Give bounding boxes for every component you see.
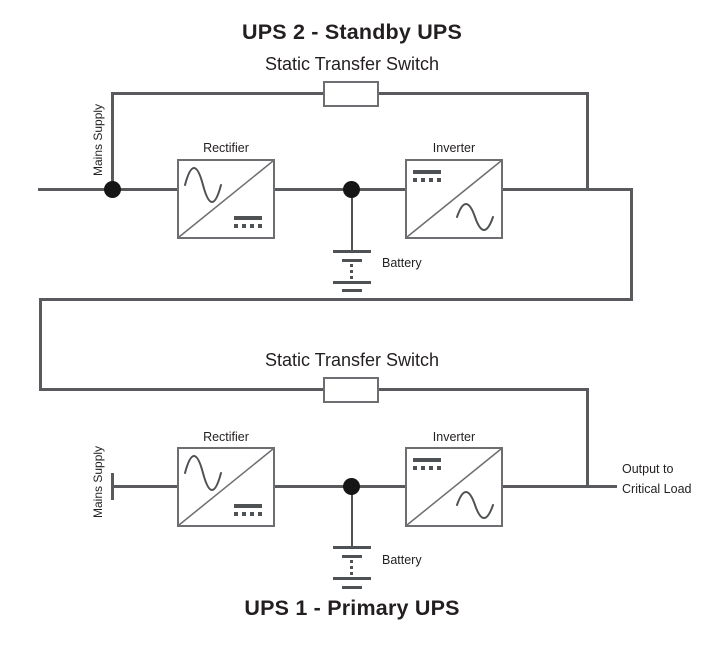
output-label-line2: Critical Load bbox=[622, 482, 692, 496]
ups1-rectifier-label: Rectifier bbox=[203, 430, 249, 444]
ups2-inverter-label: Inverter bbox=[432, 141, 476, 155]
interconnect-vertical bbox=[39, 298, 42, 391]
ups1-bypass-right-vertical bbox=[586, 388, 589, 488]
ups2-bypass-right-vertical bbox=[586, 92, 589, 191]
ups1-sts-label: Static Transfer Switch bbox=[264, 350, 440, 370]
ups2-rectifier-icon bbox=[177, 159, 275, 239]
ups2-mains-supply-label: Mains Supply bbox=[91, 103, 105, 176]
ups1-battery-label: Battery bbox=[382, 553, 422, 567]
ups2-battery-label: Battery bbox=[382, 256, 422, 270]
ups2-output-vertical bbox=[630, 188, 633, 301]
ups2-battery-junction-dot bbox=[343, 181, 360, 198]
ups2-mains-junction-dot bbox=[104, 181, 121, 198]
output-label-line1: Output to bbox=[622, 462, 674, 476]
ups1-bypass-line bbox=[39, 388, 589, 391]
ups1-main-line bbox=[112, 485, 617, 488]
ups2-sts-box bbox=[323, 81, 379, 107]
ups1-mains-terminal bbox=[111, 473, 114, 500]
ups2-inverter-icon bbox=[405, 159, 503, 239]
ups2-bypass-left-vertical bbox=[111, 92, 114, 191]
ups2-rectifier-label: Rectifier bbox=[203, 141, 249, 155]
ups2-title: UPS 2 - Standby UPS bbox=[241, 20, 463, 44]
interconnect-horizontal bbox=[39, 298, 633, 301]
ups1-mains-supply-label: Mains Supply bbox=[91, 445, 105, 518]
ups1-battery-junction-dot bbox=[343, 478, 360, 495]
ups2-main-line bbox=[38, 188, 632, 191]
ups1-inverter-icon bbox=[405, 447, 503, 527]
ups1-title: UPS 1 - Primary UPS bbox=[244, 596, 460, 620]
ups2-sts-label: Static Transfer Switch bbox=[264, 54, 440, 74]
ups1-inverter-label: Inverter bbox=[432, 430, 476, 444]
ups1-rectifier-icon bbox=[177, 447, 275, 527]
ups1-battery-lead bbox=[351, 486, 353, 547]
ups1-sts-box bbox=[323, 377, 379, 403]
ups2-battery-lead bbox=[351, 189, 353, 251]
